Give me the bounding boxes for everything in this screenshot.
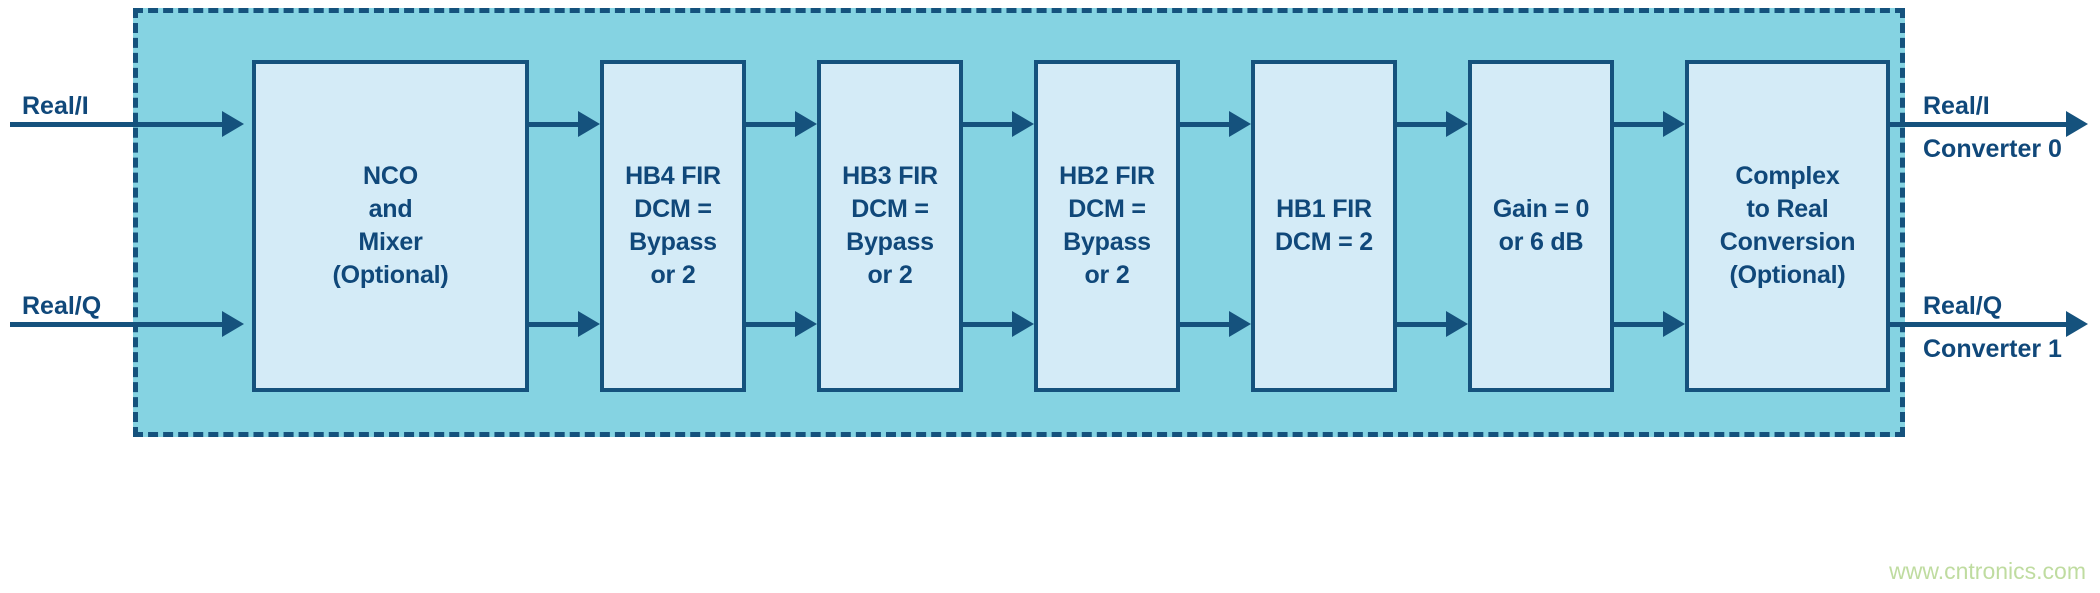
block-nco-mixer[interactable]: NCO and Mixer (Optional) [252,60,529,392]
block-line: HB4 FIR [625,161,721,190]
output-line-i [1888,122,2070,127]
connector-line-q-5 [1397,322,1459,327]
block-line: or 2 [867,261,913,290]
connector-arrow-i-1 [578,111,600,137]
block-line: DCM = [634,194,712,223]
connector-line-i-6 [1614,122,1676,127]
block-line: HB2 FIR [1059,161,1155,190]
output-arrow-q [2066,311,2088,337]
block-line: Bypass [846,228,934,256]
block-hb2-fir[interactable]: HB2 FIR DCM = Bypass or 2 [1034,60,1180,392]
connector-arrow-q-3 [1012,311,1034,337]
connector-line-q-4 [1180,322,1242,327]
block-hb4-fir[interactable]: HB4 FIR DCM = Bypass or 2 [600,60,746,392]
connector-line-i-1 [529,122,591,127]
connector-arrow-q-6 [1663,311,1685,337]
input-arrow-q [222,311,244,337]
connector-line-q-3 [963,322,1025,327]
connector-line-i-2 [746,122,808,127]
block-line: DCM = [1068,194,1146,223]
connector-line-i-5 [1397,122,1459,127]
block-line: and [368,194,413,223]
block-line: or 2 [650,261,696,290]
connector-line-i-3 [963,122,1025,127]
block-line: NCO [363,161,418,190]
output-arrow-i [2066,111,2088,137]
output-sublabel-converter-0: Converter 0 [1923,135,2062,163]
block-gain[interactable]: Gain = 0 or 6 dB [1468,60,1614,392]
block-line: to Real [1746,194,1829,223]
connector-arrow-q-1 [578,311,600,337]
block-line: (Optional) [1729,261,1846,290]
connector-arrow-i-6 [1663,111,1685,137]
connector-arrow-q-2 [795,311,817,337]
block-line: DCM = 2 [1275,228,1373,256]
block-complex-to-real[interactable]: Complex to Real Conversion (Optional) [1685,60,1890,392]
block-line: Mixer [358,228,423,256]
connector-arrow-i-2 [795,111,817,137]
connector-arrow-i-5 [1446,111,1468,137]
connector-line-q-6 [1614,322,1676,327]
block-line: or 2 [1084,261,1130,290]
connector-arrow-q-5 [1446,311,1468,337]
block-line: Complex [1735,161,1840,190]
input-arrow-i [222,111,244,137]
block-line: Bypass [629,228,717,256]
output-label-q: Real/Q [1923,292,2003,320]
block-line: HB3 FIR [842,161,938,190]
block-line: Bypass [1063,228,1151,256]
connector-arrow-i-3 [1012,111,1034,137]
block-hb1-fir[interactable]: HB1 FIR DCM = 2 [1251,60,1397,392]
connector-arrow-i-4 [1229,111,1251,137]
connector-line-q-1 [529,322,591,327]
block-hb3-fir[interactable]: HB3 FIR DCM = Bypass or 2 [817,60,963,392]
input-label-i: Real/I [22,92,89,120]
block-line: DCM = [851,194,929,223]
block-line: or 6 dB [1498,228,1584,256]
input-line-i [10,122,225,127]
output-label-i: Real/I [1923,92,1990,120]
watermark: www.cntronics.com [1889,558,2086,584]
output-sublabel-converter-1: Converter 1 [1923,335,2062,363]
block-line: (Optional) [332,261,449,290]
block-line: Conversion [1719,228,1856,256]
input-line-q [10,322,225,327]
input-label-q: Real/Q [22,292,102,320]
connector-line-q-2 [746,322,808,327]
connector-line-i-4 [1180,122,1242,127]
block-line: HB1 FIR [1276,194,1372,223]
output-line-q [1888,322,2070,327]
connector-arrow-q-4 [1229,311,1251,337]
block-line: Gain = 0 [1492,194,1590,223]
